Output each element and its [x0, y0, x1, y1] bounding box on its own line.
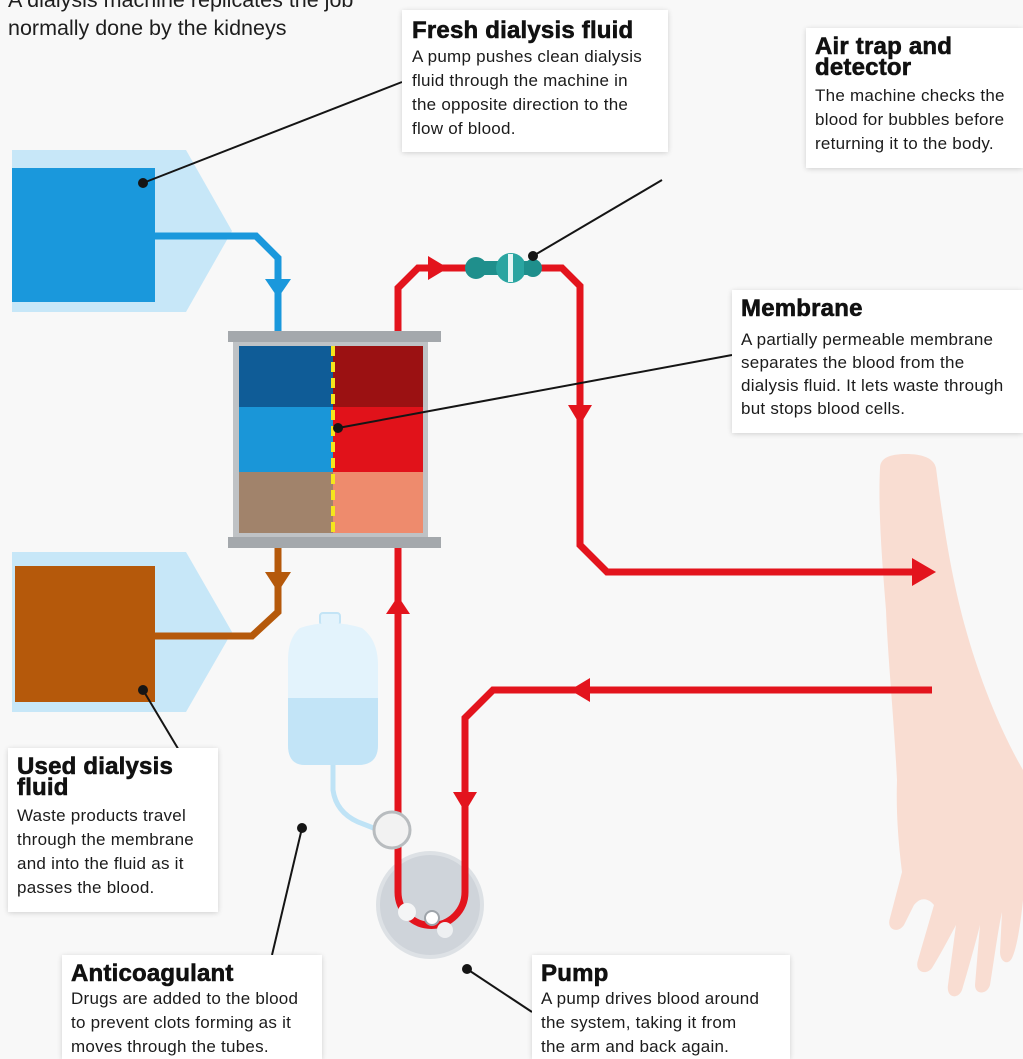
dialyser-cap-bottom — [228, 537, 441, 548]
callout-air-trap: Air trap and detector The machine checks… — [806, 28, 1023, 168]
leader-dot-anticoagulant — [297, 823, 307, 833]
callout-body-line: the arm and back again. — [541, 1037, 730, 1056]
pump-rollers — [398, 903, 453, 938]
pump-housing — [376, 851, 484, 959]
callout-body-line: flow of blood. — [412, 119, 516, 138]
fresh-fluid-tank — [12, 168, 155, 302]
air-trap-highlight — [508, 254, 513, 282]
callout-body: The machine checks the blood for bubbles… — [815, 84, 1014, 156]
callout-fresh-dialysis-fluid: Fresh dialysis fluid A pump pushes clean… — [402, 10, 668, 152]
callout-body-line: moves through the tubes. — [71, 1037, 269, 1056]
leader-air-trap — [532, 179, 663, 257]
air-trap-detector — [465, 253, 542, 283]
callout-title: Air trap and detector — [815, 33, 1014, 81]
drip-connector — [372, 810, 412, 850]
blood-chamber-top — [333, 346, 423, 407]
callout-title: Used dialysis fluid — [17, 753, 209, 801]
callout-body: Waste products travel through the membra… — [17, 804, 209, 900]
dialyser — [228, 331, 441, 548]
callout-body-line: to prevent clots forming as it — [71, 1013, 292, 1032]
dialysis-fluid-chamber-middle — [239, 407, 333, 472]
pump-roller — [437, 922, 453, 938]
blood-flow-arrow-down-to-pump — [453, 792, 477, 812]
blood-chamber-bottom — [333, 472, 423, 533]
callout-body-line: and into the fluid as it — [17, 854, 184, 873]
intro-line: normally done by the kidneys — [8, 16, 287, 40]
leader-dot-fresh-fluid — [138, 178, 148, 188]
blood-flow-arrow-left — [570, 678, 590, 702]
blood-flow-arrow-right — [428, 256, 448, 280]
callout-pump: Pump A pump drives blood around the syst… — [532, 955, 790, 1059]
leader-dot-air-trap — [528, 251, 538, 261]
callout-title-line: detector — [815, 54, 912, 81]
bag-fluid — [288, 698, 378, 765]
callout-membrane: Membrane A partially permeable membrane … — [732, 290, 1023, 433]
callout-body-line: fluid through the machine in — [412, 71, 628, 90]
callout-title-line: Membrane — [741, 295, 863, 322]
anticoagulant-bag — [288, 612, 412, 850]
callout-body-line: passes the blood. — [17, 878, 155, 897]
blood-flow-arrow-down — [568, 405, 592, 425]
callout-title-line: Air trap and — [815, 33, 953, 60]
used-fluid-flow-arrow — [265, 572, 291, 592]
callout-body-line: A partially permeable membrane — [741, 330, 994, 349]
callout-body-line: Drugs are added to the blood — [71, 989, 299, 1008]
leader-dot-used-fluid — [138, 685, 148, 695]
dialysis-fluid-chamber-bottom — [239, 472, 333, 533]
callout-body-line: dialysis fluid. It lets waste through — [741, 376, 1004, 395]
callout-body-line: A pump pushes clean dialysis — [412, 47, 643, 66]
callout-body: Drugs are added to the blood to prevent … — [71, 987, 313, 1059]
arm-illustration — [879, 454, 1023, 997]
callout-body: A pump drives blood around the system, t… — [541, 987, 781, 1059]
fresh-fluid-flow-arrow — [265, 279, 291, 298]
callout-body: A pump pushes clean dialysis fluid throu… — [412, 45, 658, 141]
callout-body-line: through the membrane — [17, 830, 194, 849]
callout-used-dialysis-fluid: Used dialysis fluid Waste products trave… — [8, 748, 218, 912]
air-trap-outlet — [524, 259, 542, 277]
leader-anticoagulant — [271, 827, 303, 956]
callout-body-line: separates the blood from the — [741, 353, 965, 372]
pump-roller — [424, 910, 440, 926]
leader-fresh-fluid — [142, 81, 403, 184]
callout-title-line: Anticoagulant — [71, 960, 234, 987]
blood-flow-arrow-into-arm — [912, 558, 936, 586]
leader-pump — [466, 968, 533, 1013]
air-trap-connector — [480, 261, 498, 275]
anticoagulant-tube — [330, 765, 377, 832]
dialysis-fluid-chamber-top — [239, 346, 333, 407]
blood-chamber-middle — [333, 407, 423, 472]
callout-body-line: but stops blood cells. — [741, 399, 906, 418]
callout-body-line: The machine checks the — [815, 86, 1005, 105]
dialyser-cap-top — [228, 331, 441, 342]
callout-title: Anticoagulant — [71, 960, 313, 987]
intro-text: A dialysis machine replicates the job no… — [8, 0, 353, 42]
callout-body-line: returning it to the body. — [815, 134, 994, 153]
intro-line: A dialysis machine replicates the job — [8, 0, 354, 12]
callout-anticoagulant: Anticoagulant Drugs are added to the blo… — [62, 955, 322, 1059]
callout-title: Fresh dialysis fluid — [412, 17, 658, 44]
leader-dot-pump — [462, 964, 472, 974]
callout-body-line: A pump drives blood around — [541, 989, 760, 1008]
used-fluid-tank — [15, 566, 155, 702]
leader-lines — [138, 81, 733, 1013]
callout-title-line: fluid — [17, 774, 69, 801]
callout-title: Membrane — [741, 295, 1014, 322]
leader-membrane — [337, 354, 733, 429]
callout-title-line: Used dialysis — [17, 753, 174, 780]
blood-flow-arrow-up — [386, 596, 410, 614]
blood-line-from-arm — [461, 686, 932, 892]
pump-roller — [398, 903, 416, 921]
callout-body-line: the opposite direction to the — [412, 95, 629, 114]
callout-title-line: Pump — [541, 960, 609, 987]
callout-body-line: blood for bubbles before — [815, 110, 1005, 129]
leader-dot-membrane — [333, 423, 343, 433]
callout-title-line: Fresh dialysis fluid — [412, 17, 634, 44]
callout-body-line: the system, taking it from — [541, 1013, 737, 1032]
callout-body-line: Waste products travel — [17, 806, 187, 825]
callout-body: A partially permeable membrane separates… — [741, 328, 1014, 420]
callout-title: Pump — [541, 960, 781, 987]
